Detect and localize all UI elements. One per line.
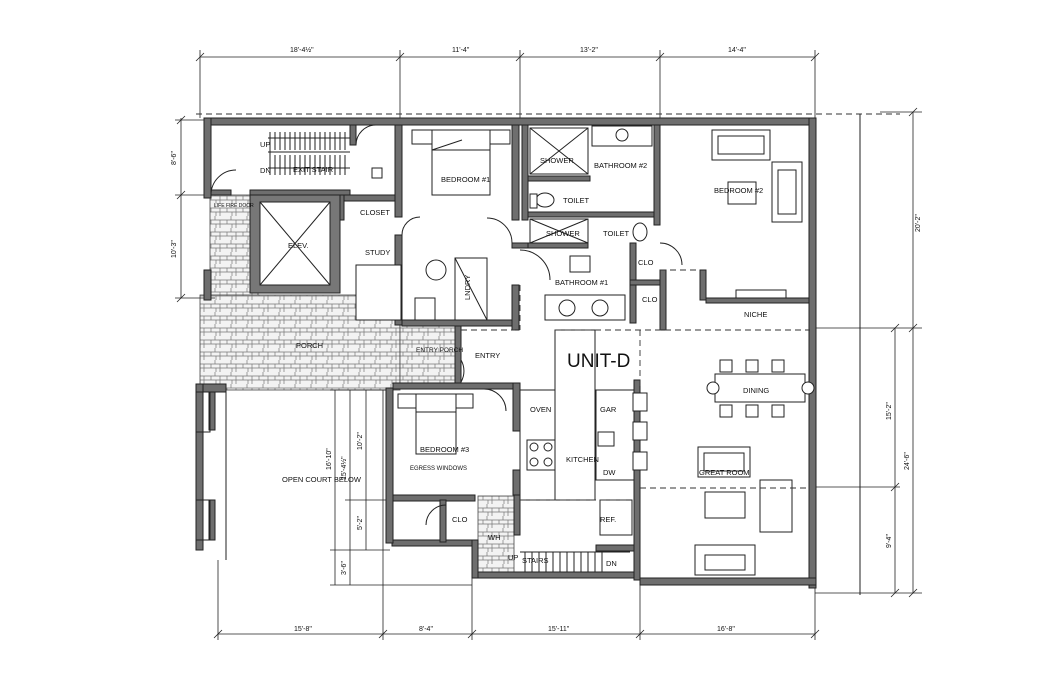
label-refr: REF. xyxy=(600,515,616,524)
dim-left-1: 8'-6" xyxy=(171,151,178,165)
dim-inner-2: 15'-4½" xyxy=(340,456,348,480)
label-bathroom2: BATHROOM #2 xyxy=(594,161,647,170)
elevator xyxy=(249,194,341,294)
label-dw: DW xyxy=(603,468,616,477)
label-oven: OVEN xyxy=(530,405,551,414)
dim-top-3: 13'-2" xyxy=(580,47,598,54)
label-clo2: CLO xyxy=(642,295,658,304)
dim-inner-5: 3'-6" xyxy=(341,561,348,575)
study-furniture xyxy=(355,257,488,321)
bathroom2-fixtures xyxy=(529,125,653,244)
label-shower1: SHOWER xyxy=(540,156,574,165)
label-elev: ELEV. xyxy=(288,241,309,250)
label-porch: PORCH xyxy=(296,341,323,350)
label-closet: CLOSET xyxy=(360,208,390,217)
label-toilet1: TOILET xyxy=(563,196,590,205)
label-fire-door: LIFE FIRE DOOR xyxy=(214,203,254,209)
room-labels: EXIT STAIR UP DN BEDROOM #1 SHOWER BATHR… xyxy=(214,140,769,568)
inner-left-dimensions: 16'-10" 15'-4½" 10'-2" 5'-2" 3'-6" xyxy=(326,389,472,586)
exterior-walls xyxy=(195,117,817,589)
label-dn: DN xyxy=(260,166,271,175)
dim-bottom-4: 16'-8" xyxy=(717,626,735,633)
label-bathroom1: BATHROOM #1 xyxy=(555,278,608,287)
label-laundry: LNDRY xyxy=(463,275,472,300)
bedroom1-furniture xyxy=(411,129,511,196)
label-open-court: OPEN COURT BELOW xyxy=(282,475,362,484)
dim-bottom-2: 8'-4" xyxy=(419,626,433,633)
label-study: STUDY xyxy=(365,248,390,257)
label-shower2: SHOWER xyxy=(546,229,580,238)
door-swings xyxy=(210,124,683,526)
dim-inner-3: 10'-2" xyxy=(357,432,364,450)
zone-lines xyxy=(461,269,810,501)
dim-inner-4: 5'-2" xyxy=(357,516,364,530)
bedroom3-furniture xyxy=(397,393,474,455)
bathroom1-fixtures xyxy=(544,255,626,321)
label-clo3: CLO xyxy=(452,515,468,524)
label-exit-stair: EXIT STAIR xyxy=(293,165,334,174)
bedroom2-furniture xyxy=(711,129,803,299)
dim-right-4: 9'-4" xyxy=(886,534,893,548)
kitchen-fixtures xyxy=(519,329,648,536)
unit-title: UNIT-D xyxy=(567,351,630,372)
dim-left-2: 10'-3" xyxy=(171,240,178,258)
lower-stairs xyxy=(520,551,630,573)
label-dining: DINING xyxy=(743,386,769,395)
dim-top-4: 14'-4" xyxy=(728,47,746,54)
label-toilet2: TOILET xyxy=(603,229,630,238)
dim-inner-1: 16'-10" xyxy=(326,448,333,470)
label-bedroom3: BEDROOM #3 xyxy=(420,445,469,454)
dim-top-1: 18'-4½" xyxy=(290,46,314,54)
label-bedroom1: BEDROOM #1 xyxy=(441,175,490,184)
label-dn2: DN xyxy=(606,559,617,568)
label-bedroom2: BEDROOM #2 xyxy=(714,186,763,195)
dim-right-3: 24'-6" xyxy=(904,452,911,470)
label-niche: NICHE xyxy=(744,310,767,319)
label-up: UP xyxy=(260,140,270,149)
label-entry-porch: ENTRY PORCH xyxy=(416,347,463,354)
top-dimension-string: 18'-4½" 11'-4" 13'-2" 14'-4" xyxy=(195,46,820,118)
dim-right-1: 20'-2" xyxy=(915,214,922,232)
dim-right-2: 15'-2" xyxy=(886,402,893,420)
label-up2: UP xyxy=(508,553,518,562)
label-entry: ENTRY xyxy=(475,351,500,360)
right-dimension-strings: 20'-2" 15'-2" 24'-6" 9'-4" xyxy=(815,107,922,598)
label-great-room: GREAT ROOM xyxy=(699,468,750,477)
court-balconies xyxy=(195,391,227,560)
dim-bottom-3: 15'-11" xyxy=(548,626,570,633)
label-gar: GAR xyxy=(600,405,617,414)
great-room-furniture xyxy=(694,446,793,576)
dim-top-2: 11'-4" xyxy=(452,47,470,54)
label-kitchen: KITCHEN xyxy=(566,455,599,464)
label-clo1: CLO xyxy=(638,258,654,267)
exit-stair xyxy=(268,132,383,179)
label-wh: WH xyxy=(488,533,501,542)
label-egress: EGRESS WINDOWS xyxy=(410,466,467,472)
dim-bottom-1: 15'-8" xyxy=(294,626,312,633)
dining-furniture xyxy=(706,359,815,418)
label-stairs: STAIRS xyxy=(522,556,549,565)
